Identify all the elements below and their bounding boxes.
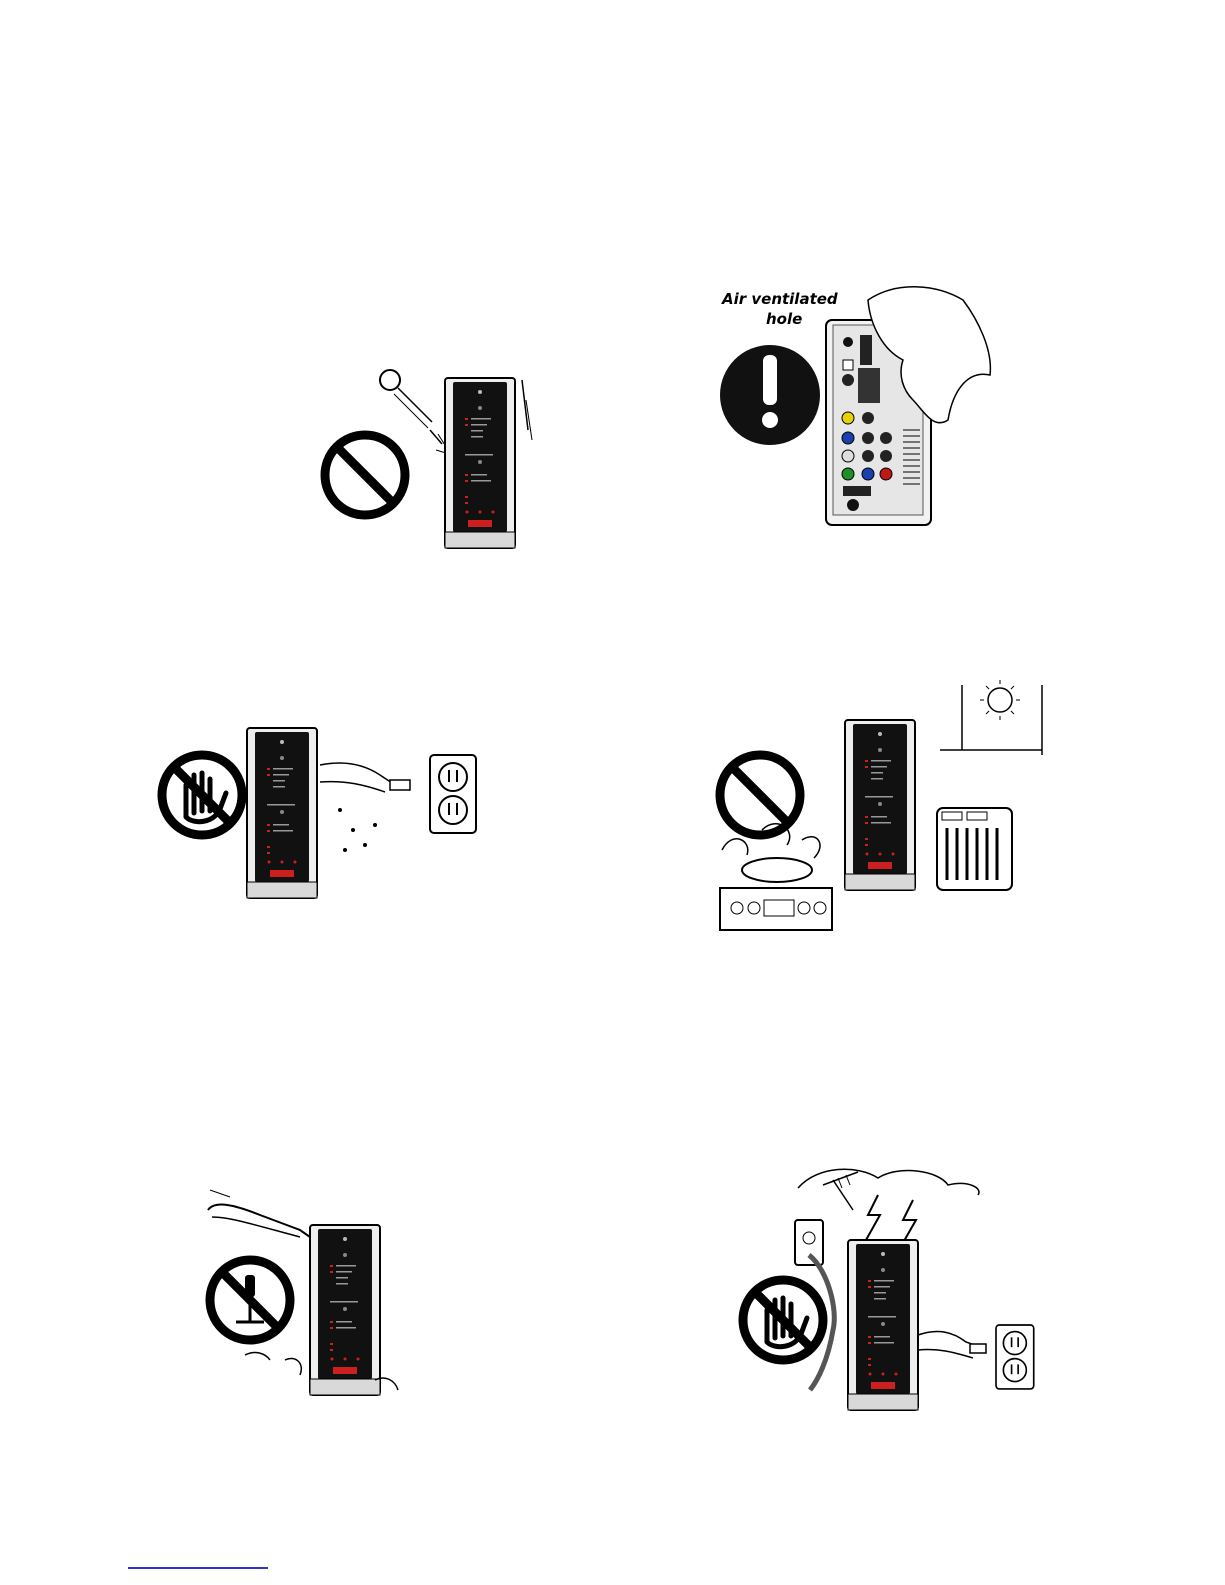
device-icon (848, 1240, 918, 1410)
panel-no-disassembly (200, 1185, 450, 1400)
storm-cloud-icon (798, 1169, 979, 1248)
prohibition-icon (325, 435, 405, 515)
wet-hand-plug (320, 763, 410, 852)
footer-link-underline[interactable] (128, 1567, 268, 1569)
hand-plug (918, 1331, 986, 1358)
device-icon (310, 1225, 380, 1395)
vent-label-line2: hole (766, 310, 802, 328)
hand-prohibition-icon (743, 1280, 823, 1360)
panel-no-impact (310, 360, 540, 555)
exclamation-icon (720, 345, 820, 445)
power-outlet-icon (996, 1325, 1034, 1389)
wet-hands-illustration (155, 720, 485, 905)
device-icon (445, 378, 515, 548)
wet-hand-prohibition-icon (162, 755, 242, 835)
power-outlet-icon (430, 755, 476, 833)
antenna-icon (823, 1172, 858, 1210)
screwdriver-icon (208, 1190, 310, 1237)
vent-label-line1: Air ventilated (721, 290, 838, 308)
lightning-illustration (738, 1160, 1038, 1430)
no-impact-illustration (310, 360, 540, 555)
device-icon (247, 728, 317, 898)
vent-illustration: Air ventilated hole (708, 280, 998, 530)
panel-no-touch-lightning (738, 1160, 1038, 1430)
heat-sources-illustration (702, 680, 1047, 940)
sun-window-icon (940, 680, 1042, 755)
heater-icon (937, 808, 1012, 890)
panel-keep-vents-clear: Air ventilated hole (708, 280, 998, 530)
screwdriver-prohibition-icon (210, 1260, 290, 1340)
prohibition-icon (720, 755, 800, 835)
panel-avoid-heat-sources (702, 680, 1047, 940)
panel-no-wet-hands (155, 720, 485, 905)
stove-icon (720, 824, 832, 930)
disassembly-illustration (200, 1185, 450, 1400)
device-icon (845, 720, 915, 890)
